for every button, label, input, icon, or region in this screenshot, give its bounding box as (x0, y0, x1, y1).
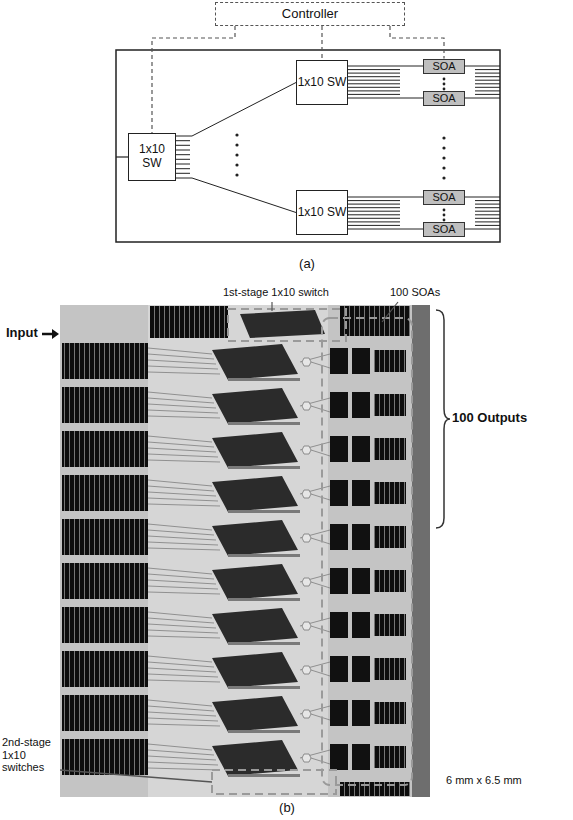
soa-box: SOA (423, 91, 465, 106)
switch-box: 1x10 SW (296, 60, 348, 105)
box-text: 1x10 SW (129, 143, 175, 171)
box-text: 1x10 SW (298, 76, 347, 90)
waveguide-line (176, 178, 296, 213)
dimension-label: 6 mm x 6.5 mm (446, 774, 522, 787)
callout-label: 100 SOAs (390, 286, 440, 299)
box-text: SOA (432, 223, 455, 236)
waveguide-line (348, 66, 423, 67)
box-text: SOA (432, 191, 455, 204)
waveguide-line (176, 83, 296, 137)
control-line (321, 26, 322, 60)
control-line (152, 26, 235, 133)
part-label: (a) (299, 257, 315, 272)
soa-box: SOA (423, 190, 465, 205)
control-line (390, 26, 444, 59)
waveguide-line (348, 229, 423, 230)
box-text: 1x10 SW (298, 206, 347, 220)
waveguide-line (348, 197, 423, 198)
box-text: SOA (432, 60, 455, 73)
callout-label: 2nd-stage 1x10 switches (2, 736, 58, 774)
soa-box: SOA (423, 222, 465, 237)
soa-box: SOA (423, 59, 465, 74)
box-text: Controller (282, 7, 338, 22)
callout-label: 1st-stage 1x10 switch (223, 286, 329, 299)
part-label: (b) (279, 801, 295, 816)
waveguide-line (348, 98, 423, 99)
switch-box: 1x10 SW (128, 133, 176, 181)
controller-box: Controller (215, 2, 405, 26)
switch-box: 1x10 SW (296, 190, 348, 235)
box-text: SOA (432, 92, 455, 105)
output-label: 100 Outputs (452, 411, 527, 426)
input-label: Input (6, 326, 38, 341)
